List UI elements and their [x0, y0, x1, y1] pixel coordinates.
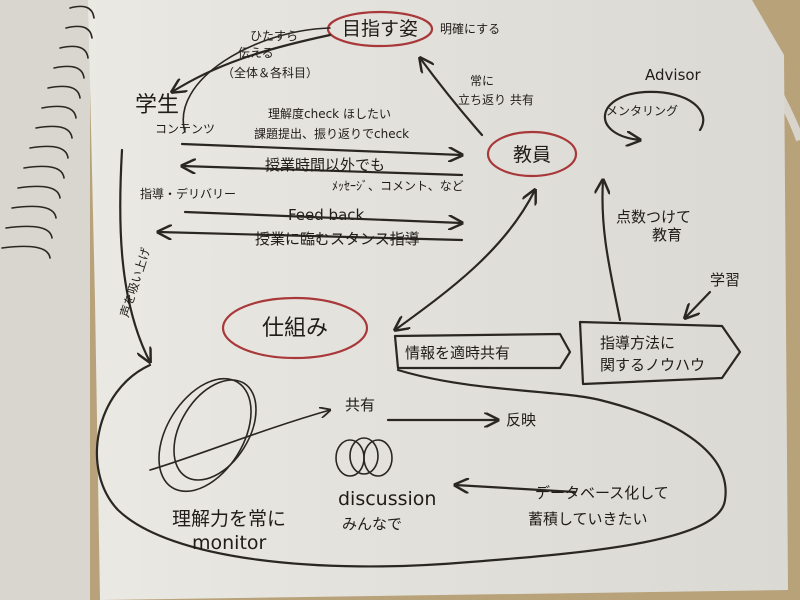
method-box: [578, 320, 742, 386]
monitor-text-1: 理解力を常に: [172, 508, 286, 530]
method-text-2: 関するノウハウ: [600, 356, 705, 374]
delivery-label: 指導・デリバリー: [140, 186, 236, 201]
arrow-goal-to-student: [172, 33, 332, 92]
goal-label: 目指す姿: [342, 18, 418, 40]
arrow-system-teacher: [395, 190, 535, 330]
discussion-text-2: みんなで: [342, 515, 402, 533]
always-text-1: 常に: [470, 74, 494, 88]
to-student-text-3: （全体＆各科目）: [222, 65, 318, 80]
share-label: 共有: [345, 396, 375, 414]
arrow-student-to-system: [119, 148, 150, 362]
teacher-label: 教員: [513, 144, 551, 166]
outside-text-1: 授業時間以外でも: [265, 156, 385, 174]
system-label: 仕組み: [262, 316, 328, 341]
discussion-doodle: [335, 437, 393, 477]
learn-label: 学習: [710, 271, 740, 289]
discussion-text-1: discussion: [338, 488, 436, 510]
check-text-2: 課題提出、振り返りでcheck: [254, 126, 409, 141]
advisor-label: Advisor: [645, 66, 702, 84]
teacher-circle: [486, 130, 578, 178]
arrow-database-to-discussion: [455, 485, 577, 492]
to-student-text-2: 伝える: [238, 46, 274, 60]
database-text-2: 蓄積していきたい: [528, 510, 648, 528]
arrow-student-to-teacher-check: [180, 142, 462, 155]
always-text-2: 立ち返り 共有: [458, 92, 534, 107]
score-text-2: 教育: [652, 226, 682, 244]
score-text-1: 点数つけて: [616, 208, 691, 226]
to-student-text-1: ひたすら: [250, 29, 298, 43]
spiral-binding: [1, 5, 95, 259]
mentoring-label: メンタリング: [606, 104, 678, 118]
arrow-teacher-to-student-outside: [182, 166, 464, 177]
goal-circle: [326, 10, 434, 48]
goal-note: 明確にする: [440, 21, 500, 36]
outside-text-2: ﾒｯｾｰｼﾞ、コメント、など: [332, 179, 464, 193]
arrow-teacher-to-goal: [420, 58, 484, 137]
reflect-label: 反映: [506, 411, 536, 429]
method-text-1: 指導方法に: [600, 334, 675, 352]
mentoring-loop: [603, 90, 705, 140]
left-notebook-page: [0, 0, 90, 600]
info-share-box: [393, 332, 572, 370]
check-text-1: 理解度check ほしたい: [268, 106, 391, 121]
system-circle: [221, 296, 369, 360]
arrow-method-to-teacher: [602, 180, 622, 322]
arrow-learn: [685, 290, 712, 318]
database-text-1: データベース化して: [535, 484, 669, 502]
monitor-doodle: [149, 377, 330, 493]
system-area-outline: [95, 363, 727, 568]
curve-goal-student: [182, 27, 331, 133]
info-share-label: 情報を適時共有: [405, 344, 510, 362]
feedback-label: Feed back: [288, 206, 365, 224]
stance-label: 授業に臨むスタンス指導: [255, 230, 420, 248]
student-label: 学生: [135, 93, 179, 118]
monitor-text-2: monitor: [192, 532, 267, 554]
